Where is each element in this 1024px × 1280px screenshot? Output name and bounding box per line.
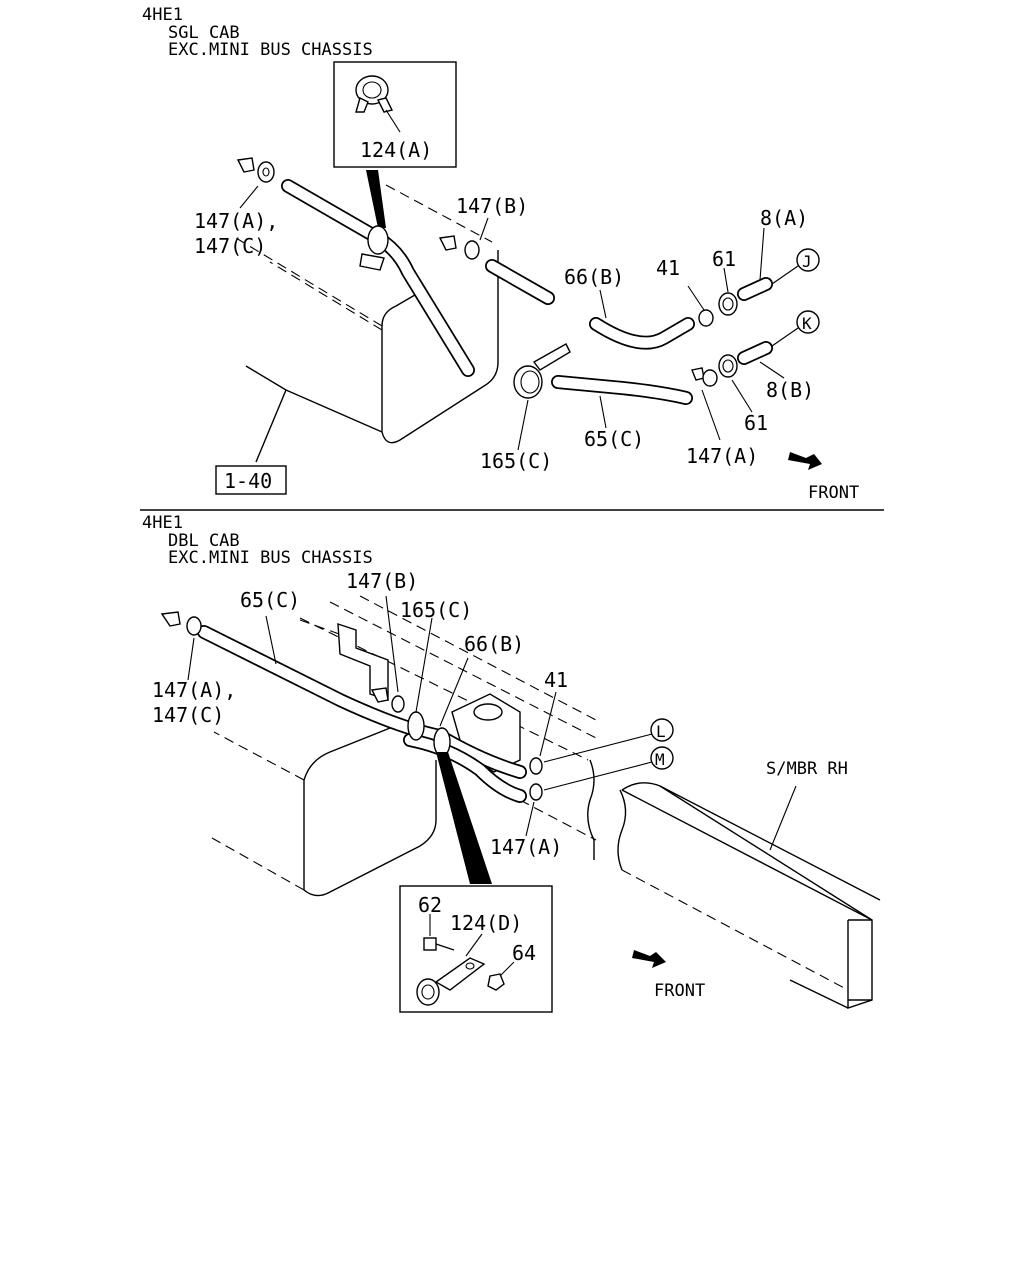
hose-66b-bottom <box>403 733 527 803</box>
label-smbr-rh: S/MBR RH <box>766 759 848 779</box>
connector-m-label: M <box>655 750 665 769</box>
label-61-top-upper: 61 <box>712 247 736 271</box>
label-8a: 8(A) <box>760 206 808 230</box>
front-label-top: FRONT <box>808 483 859 503</box>
grommet <box>407 711 425 741</box>
top-header-engine: 4HE1 <box>142 5 183 25</box>
label-41-bottom: 41 <box>544 668 568 692</box>
hose-8a-icon <box>737 277 773 301</box>
clamp-147a-bottom-icon <box>529 783 543 801</box>
top-header-chassis: EXC.MINI BUS CHASSIS <box>168 40 373 60</box>
detail-box-124a <box>333 61 457 168</box>
detail-box-124d <box>399 885 553 1013</box>
clip-124a-on-hose-icon <box>359 225 389 271</box>
clamp-41-bottom-icon <box>529 757 543 775</box>
clamp-147b-icon <box>438 235 480 260</box>
label-8b: 8(B) <box>766 378 814 402</box>
fuel-tank-bottom <box>211 619 437 897</box>
label-65c-top: 65(C) <box>584 427 644 451</box>
label-147a-bottom: 147(A) <box>490 835 562 859</box>
hose-8b-icon <box>737 341 773 365</box>
bottom-section: 4HE1 DBL CAB EXC.MINI BUS CHASSIS <box>142 513 881 1013</box>
clamp-124d-icon <box>416 957 486 1006</box>
front-label-bottom: FRONT <box>654 981 705 1001</box>
clamp-61-lower-icon <box>718 354 738 378</box>
bottom-header-cab: DBL CAB <box>168 531 240 551</box>
detail-pointer <box>366 170 386 228</box>
connector-k-icon <box>796 310 820 334</box>
nut-64-icon <box>487 973 505 991</box>
connector-m-icon <box>650 746 674 770</box>
label-62: 62 <box>418 893 442 917</box>
label-66b-bottom: 66(B) <box>464 632 524 656</box>
side-member-rh <box>621 782 881 1009</box>
label-41-top: 41 <box>656 256 680 280</box>
label-147ac-bottom-1: 147(A), <box>152 678 236 702</box>
top-section: 4HE1 SGL CAB EXC.MINI BUS CHASSIS 124(A) <box>142 5 859 503</box>
reference-box-1-40[interactable] <box>215 465 287 495</box>
label-147a-top: 147(A) <box>686 444 758 468</box>
clamp-147b-bottom-icon <box>370 687 405 713</box>
clamp-147ac-bottom-icon <box>160 611 202 636</box>
label-64: 64 <box>512 941 536 965</box>
clamp-147ac-icon <box>236 157 275 183</box>
hose-66b-top <box>589 317 695 350</box>
label-65c-bottom: 65(C) <box>240 588 300 612</box>
label-66b-top: 66(B) <box>564 265 624 289</box>
fuel-tank-top <box>235 184 499 463</box>
hose-short-top <box>485 259 555 305</box>
label-61-top-lower: 61 <box>744 411 768 435</box>
label-124d: 124(D) <box>450 911 522 935</box>
bottom-header-engine: 4HE1 <box>142 513 183 533</box>
front-arrow-icon-bottom <box>632 950 666 968</box>
detail-pointer-bottom <box>436 752 492 884</box>
connector-k-label: K <box>802 314 812 333</box>
front-arrow-icon-top <box>788 452 822 470</box>
connector-j-label: J <box>802 252 812 271</box>
clamp-41-top-icon <box>698 309 714 327</box>
clamp-61-upper-icon <box>718 292 738 316</box>
label-147ac-top-1: 147(A), <box>194 209 278 233</box>
label-147b-top: 147(B) <box>456 194 528 218</box>
reference-label-1-40: 1-40 <box>224 469 272 493</box>
top-header-cab: SGL CAB <box>168 23 240 43</box>
hose-65c-top <box>551 375 693 405</box>
label-147b-bottom: 147(B) <box>346 569 418 593</box>
band-clamp-165c-bottom-icon <box>433 727 451 757</box>
band-clamp-165c-icon <box>513 343 571 399</box>
bolt-62-icon <box>423 937 455 951</box>
label-124a: 124(A) <box>360 138 432 162</box>
bottom-header-chassis: EXC.MINI BUS CHASSIS <box>168 548 373 568</box>
label-147ac-top-2: 147(C) <box>194 234 266 258</box>
label-165c-top: 165(C) <box>480 449 552 473</box>
label-165c-bottom: 165(C) <box>400 598 472 622</box>
connector-l-icon <box>650 718 674 742</box>
clip-124a-icon <box>355 75 394 113</box>
label-147ac-bottom-2: 147(C) <box>152 703 224 727</box>
connector-j-icon <box>796 248 820 272</box>
connector-l-label: L <box>656 722 666 741</box>
clamp-147a-top-icon <box>691 367 718 387</box>
